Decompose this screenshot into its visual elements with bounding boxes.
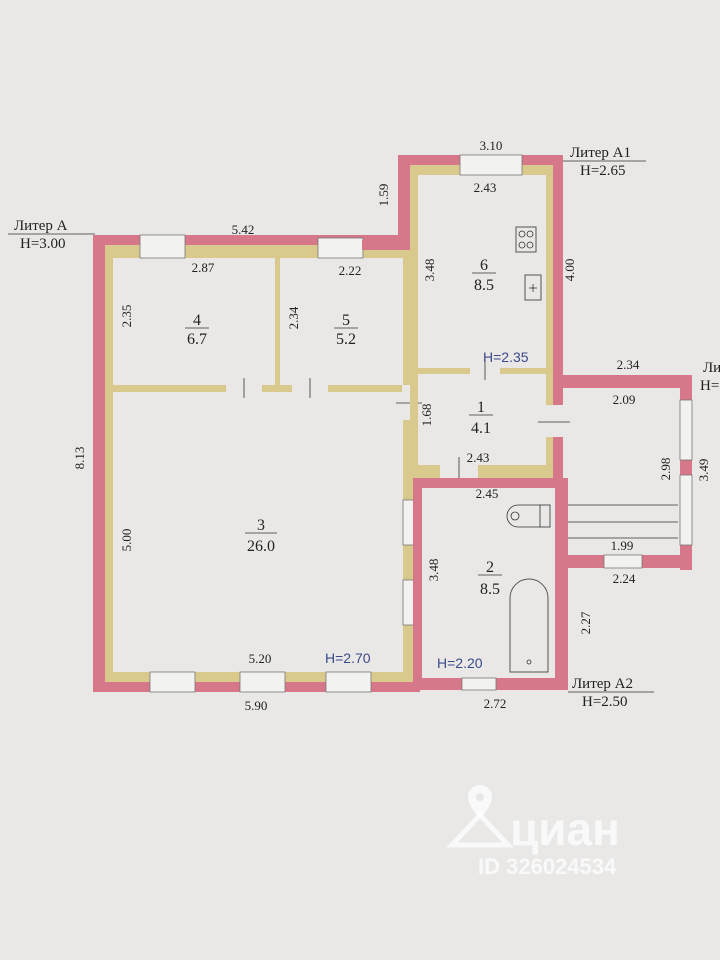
svg-text:2.98: 2.98 (658, 458, 673, 481)
svg-text:2.72: 2.72 (484, 696, 507, 711)
svg-text:8.5: 8.5 (474, 277, 494, 294)
svg-text:2.43: 2.43 (474, 180, 497, 195)
svg-text:2.27: 2.27 (578, 611, 593, 634)
svg-text:1.68: 1.68 (419, 404, 434, 427)
svg-text:3: 3 (257, 517, 265, 534)
svg-text:2.34: 2.34 (617, 357, 640, 372)
room-5: 5 5.2 (334, 312, 358, 348)
svg-text:2.34: 2.34 (286, 306, 301, 329)
liter-a-walls (93, 234, 422, 693)
svg-text:26.0: 26.0 (247, 538, 275, 555)
svg-text:2.43: 2.43 (467, 450, 490, 465)
svg-text:5.2: 5.2 (336, 331, 356, 348)
bathtub-icon (509, 578, 549, 673)
svg-text:2.24: 2.24 (613, 571, 636, 586)
svg-text:1: 1 (477, 399, 485, 416)
svg-text:циан: циан (510, 803, 620, 855)
liter-a1-label: Литер А1 H=2.65 (563, 145, 646, 179)
svg-text:4: 4 (193, 312, 201, 329)
liter-a1-walls (362, 154, 570, 485)
svg-text:2.35: 2.35 (119, 305, 134, 328)
svg-text:H=: H= (700, 378, 719, 394)
svg-text:H=2.50: H=2.50 (582, 694, 628, 710)
watermark: циан ID 326024534 (446, 785, 620, 879)
room2-height: H=2.20 (437, 655, 483, 671)
svg-text:5: 5 (342, 312, 350, 329)
svg-text:2.22: 2.22 (339, 263, 362, 278)
svg-text:8.13: 8.13 (72, 447, 87, 470)
room-4: 4 6.7 (185, 312, 209, 348)
svg-text:5.20: 5.20 (249, 651, 272, 666)
room-1: 1 4.1 (469, 399, 493, 437)
room-2: 2 8.5 (478, 559, 502, 598)
svg-text:6: 6 (480, 257, 488, 274)
svg-text:2.45: 2.45 (476, 486, 499, 501)
svg-text:3.49: 3.49 (696, 459, 711, 482)
sink-icon (524, 274, 542, 301)
svg-text:5.00: 5.00 (119, 529, 134, 552)
liter-a2-walls (413, 478, 568, 691)
location-pin-icon (446, 785, 514, 848)
liter-a2-label: Литер А2 H=2.50 (568, 676, 654, 710)
liter-porch-label: Ли H= (700, 360, 720, 394)
porch-walls (563, 375, 693, 570)
svg-text:3.48: 3.48 (426, 559, 441, 582)
room-3: 3 26.0 (245, 517, 277, 555)
svg-text:1.59: 1.59 (376, 184, 391, 207)
svg-text:3.10: 3.10 (480, 138, 503, 153)
svg-text:Ли: Ли (703, 360, 720, 376)
svg-text:H=3.00: H=3.00 (20, 236, 66, 252)
svg-text:4.1: 4.1 (471, 420, 491, 437)
room-6: 6 8.5 (472, 257, 496, 294)
room3-height: H=2.70 (325, 650, 371, 666)
svg-text:Литер А1: Литер А1 (570, 145, 631, 161)
svg-text:Литер А2: Литер А2 (572, 676, 633, 692)
svg-text:5.90: 5.90 (245, 698, 268, 713)
svg-text:8.5: 8.5 (480, 581, 500, 598)
svg-text:4.00: 4.00 (562, 259, 577, 282)
svg-text:3.48: 3.48 (422, 259, 437, 282)
svg-text:6.7: 6.7 (187, 331, 207, 348)
liter-a-label: Литер А H=3.00 (8, 218, 95, 252)
toilet-icon (506, 504, 551, 528)
svg-text:2.09: 2.09 (613, 392, 636, 407)
svg-text:Литер А: Литер А (14, 218, 68, 234)
svg-text:2.87: 2.87 (192, 260, 215, 275)
svg-text:2: 2 (486, 559, 494, 576)
svg-text:ID 326024534: ID 326024534 (478, 854, 617, 879)
dimensions: 3.10 2.43 1.59 4.00 3.48 5.42 2.87 2.22 … (72, 138, 711, 713)
room6-height: H=2.35 (483, 349, 529, 365)
svg-text:5.42: 5.42 (232, 222, 255, 237)
svg-text:1.99: 1.99 (611, 538, 634, 553)
stove-icon (515, 226, 537, 253)
svg-text:H=2.65: H=2.65 (580, 163, 626, 179)
